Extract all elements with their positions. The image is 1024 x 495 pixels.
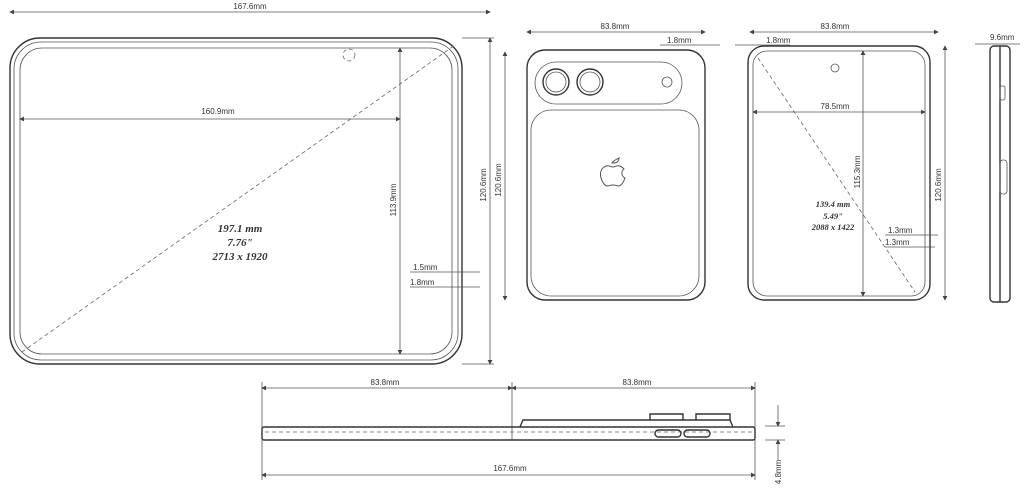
resolution: 2088 x 1422 [811, 222, 855, 232]
camera-module [534, 61, 683, 105]
camera-hole-icon [342, 48, 356, 62]
diagonal-inch: 5.49" [823, 211, 843, 221]
screen-height-label: 113.9mm [389, 183, 398, 216]
height-label: 120.6mm [934, 168, 943, 202]
bottom-view: 83.8mm 83.8mm 167.6mm 4.8mm [261, 378, 785, 484]
bezel-label: 1.5mm [413, 263, 438, 272]
width-label: 167.6mm [233, 2, 267, 11]
half-width-label: 83.8mm [623, 378, 652, 387]
apple-logo-icon [600, 156, 626, 187]
side-button [999, 159, 1008, 195]
thickness-label: 9.6mm [990, 33, 1015, 42]
camera-lens-icon [542, 68, 570, 96]
screen-width-label: 160.9mm [201, 107, 235, 116]
cover-screen [530, 109, 700, 297]
diagonal-mm: 197.1 mm [218, 223, 263, 235]
total-width-label: 167.6mm [493, 464, 527, 473]
diagonal-mm: 139.4 mm [816, 199, 851, 209]
thickness-label: 4.8mm [774, 459, 783, 484]
camera-lens-icon [576, 68, 604, 96]
screen-area [19, 47, 453, 355]
screen-height-label: 115.3mm [853, 155, 862, 188]
camera-hole-icon [830, 63, 840, 73]
half-width-label: 83.8mm [371, 378, 400, 387]
resolution: 2713 x 1920 [212, 251, 269, 263]
folded-front: 83.8mm 1.8mm 78.5mm 115.3mm 120.6mm 139.… [735, 22, 948, 301]
width-label: 83.8mm [821, 22, 850, 31]
bezel-label: 1.8mm [410, 278, 435, 287]
diagonal-inch: 7.76" [227, 237, 252, 249]
bezel-label: 1.3mm [885, 238, 910, 247]
height-label: 120.6mm [479, 168, 488, 202]
folded-back: 83.8mm 1.8mm 120.6mm [494, 22, 720, 301]
edge-label: 1.8mm [766, 36, 791, 45]
screen-width-label: 78.5mm [821, 102, 850, 111]
bezel-label: 1.3mm [888, 226, 913, 235]
side-view: 9.6mm [975, 33, 1020, 303]
height-label: 120.6mm [494, 163, 503, 197]
device-outline [9, 37, 463, 365]
unfolded-device: 167.6mm 160.9mm 113.9mm 120.6mm 197.1 mm… [9, 2, 494, 365]
flash-icon [661, 76, 673, 88]
edge-label: 1.8mm [667, 36, 692, 45]
inner-screen [752, 50, 926, 297]
width-label: 83.8mm [601, 22, 630, 31]
